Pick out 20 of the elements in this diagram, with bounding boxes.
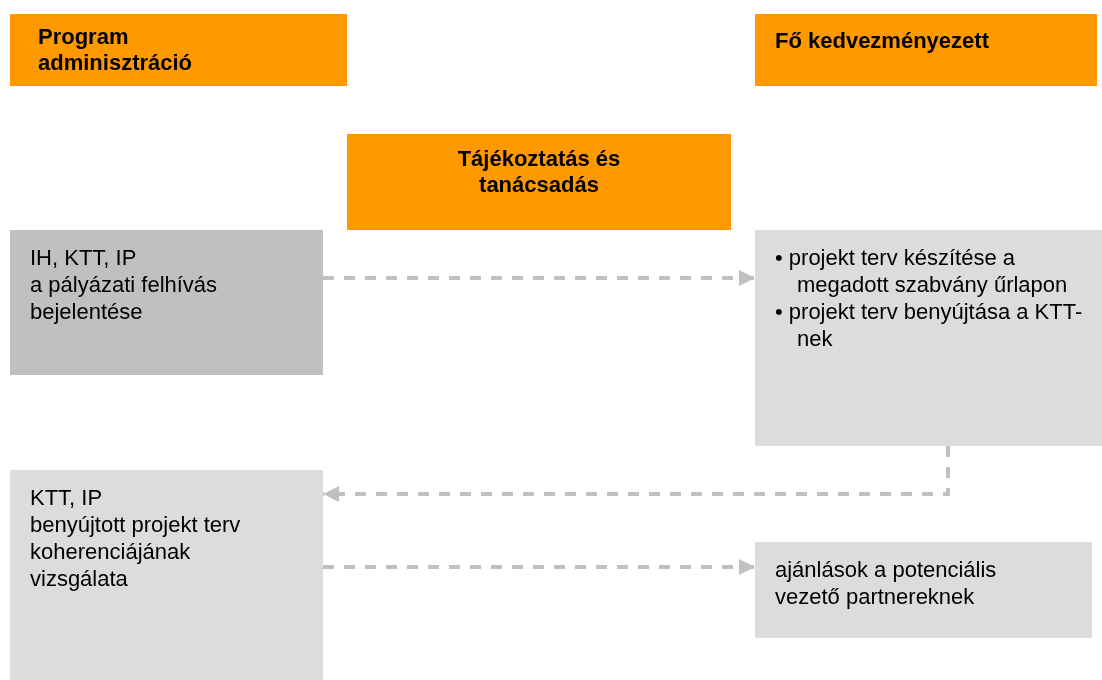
header-box xyxy=(347,134,731,230)
dashed-arrow xyxy=(323,270,755,286)
description-text: Fő kedvezményezett xyxy=(775,28,990,54)
description-text: a pályázati felhívás bejelentése xyxy=(30,271,219,325)
role-label: IH, KTT, IP xyxy=(30,244,138,271)
process-box xyxy=(10,470,323,680)
description-text: Tájékoztatás és tanácsadás xyxy=(456,146,622,198)
description-text: ajánlások a potenciális vezető partnereknek xyxy=(775,556,998,610)
description-text: Program adminisztráció xyxy=(38,24,194,76)
header-box xyxy=(10,14,347,86)
process-box xyxy=(755,542,1092,638)
process-box xyxy=(10,230,323,375)
dashed-arrow xyxy=(323,446,950,502)
role-label: KTT, IP xyxy=(30,484,104,511)
list-item: • projekt terv benyújtása a KTT-nek xyxy=(775,298,1084,352)
process-box xyxy=(755,230,1102,446)
dashed-arrow xyxy=(323,559,755,575)
description-text: benyújtott projekt terv koherenciájának vizsgálata xyxy=(30,511,242,592)
list-item: • projekt terv készítése a megadott szabvány űrlapon xyxy=(775,244,1069,298)
header-box xyxy=(755,14,1097,86)
